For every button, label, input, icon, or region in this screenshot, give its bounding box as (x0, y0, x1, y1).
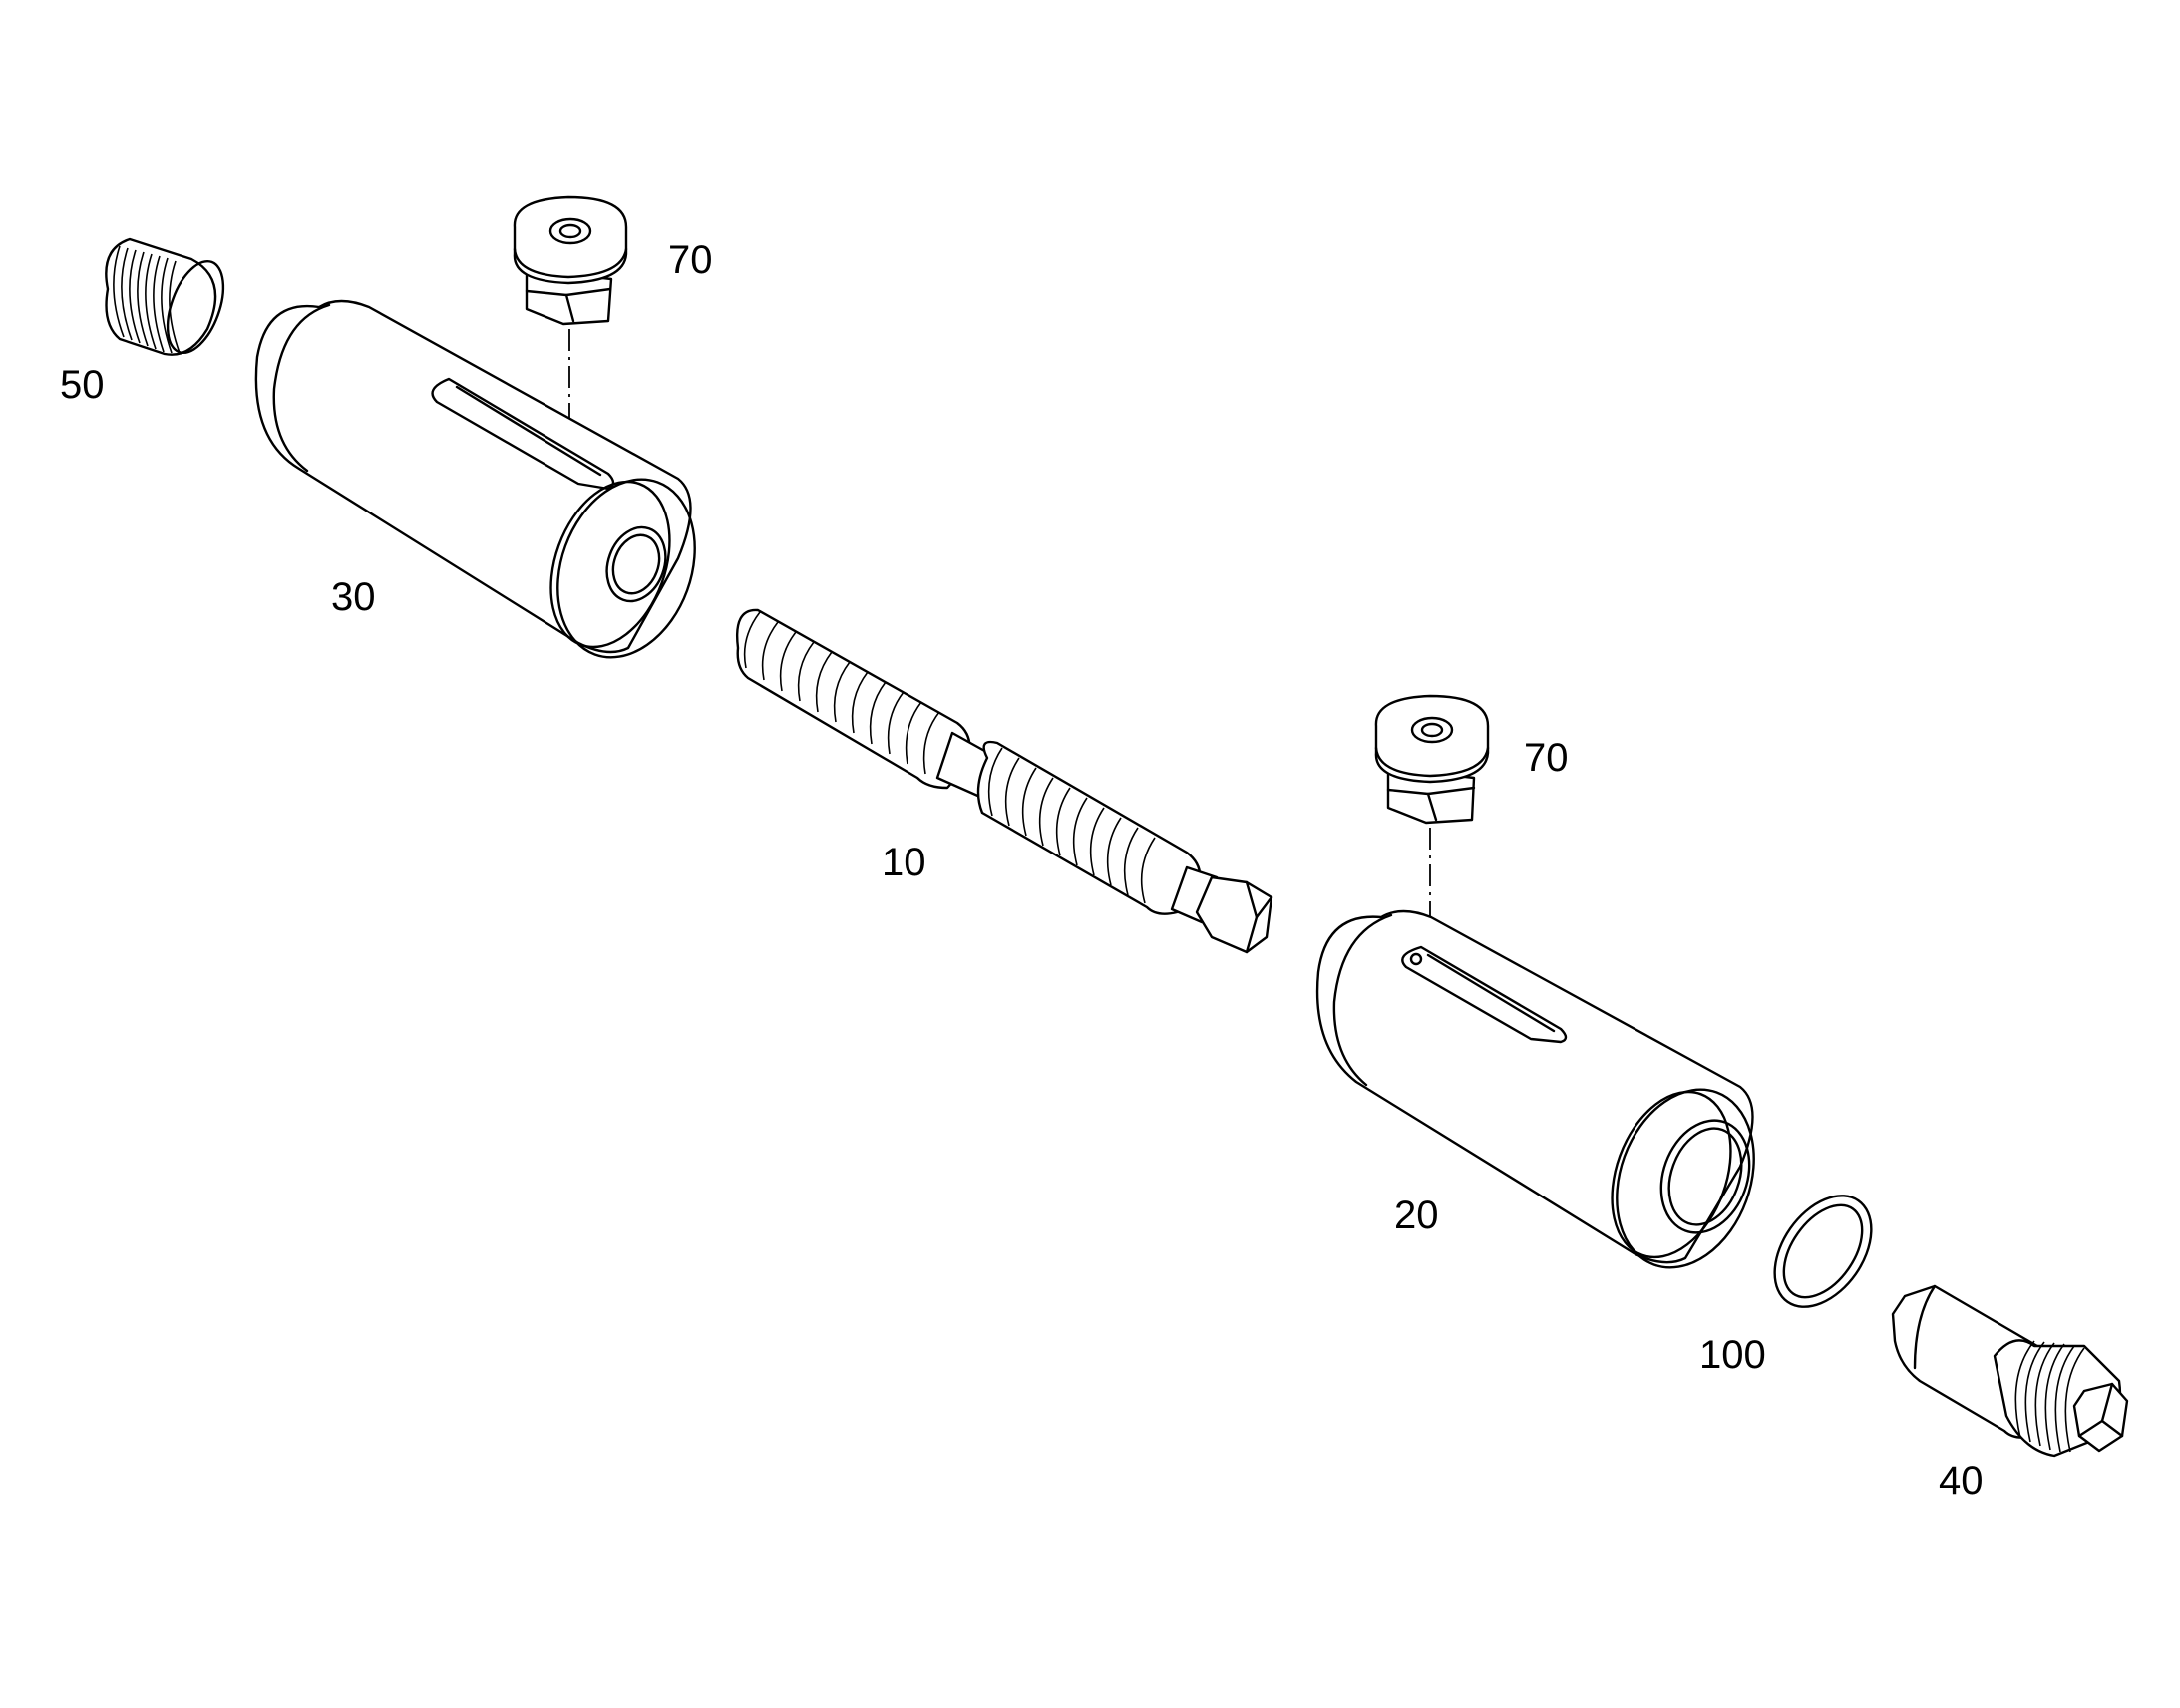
label-part-30: 30 (331, 575, 376, 619)
part-50-threaded-plug (105, 237, 225, 356)
part-30-slotted-cylinder (254, 299, 696, 659)
part-100-o-ring (1773, 1195, 1873, 1308)
label-part-40: 40 (1939, 1459, 1984, 1503)
part-10-threaded-shaft (736, 608, 1273, 954)
label-part-100: 100 (1699, 1333, 1766, 1377)
part-20-slotted-cylinder (1315, 909, 1755, 1269)
part-40-hex-threaded-plug (1891, 1284, 2129, 1458)
label-part-20: 20 (1394, 1194, 1439, 1237)
label-part-10: 10 (882, 841, 926, 884)
label-part-50: 50 (60, 363, 105, 407)
part-70b-slot-key (1374, 694, 1490, 957)
label-part-70b: 70 (1524, 736, 1569, 780)
label-part-70a: 70 (668, 238, 713, 282)
